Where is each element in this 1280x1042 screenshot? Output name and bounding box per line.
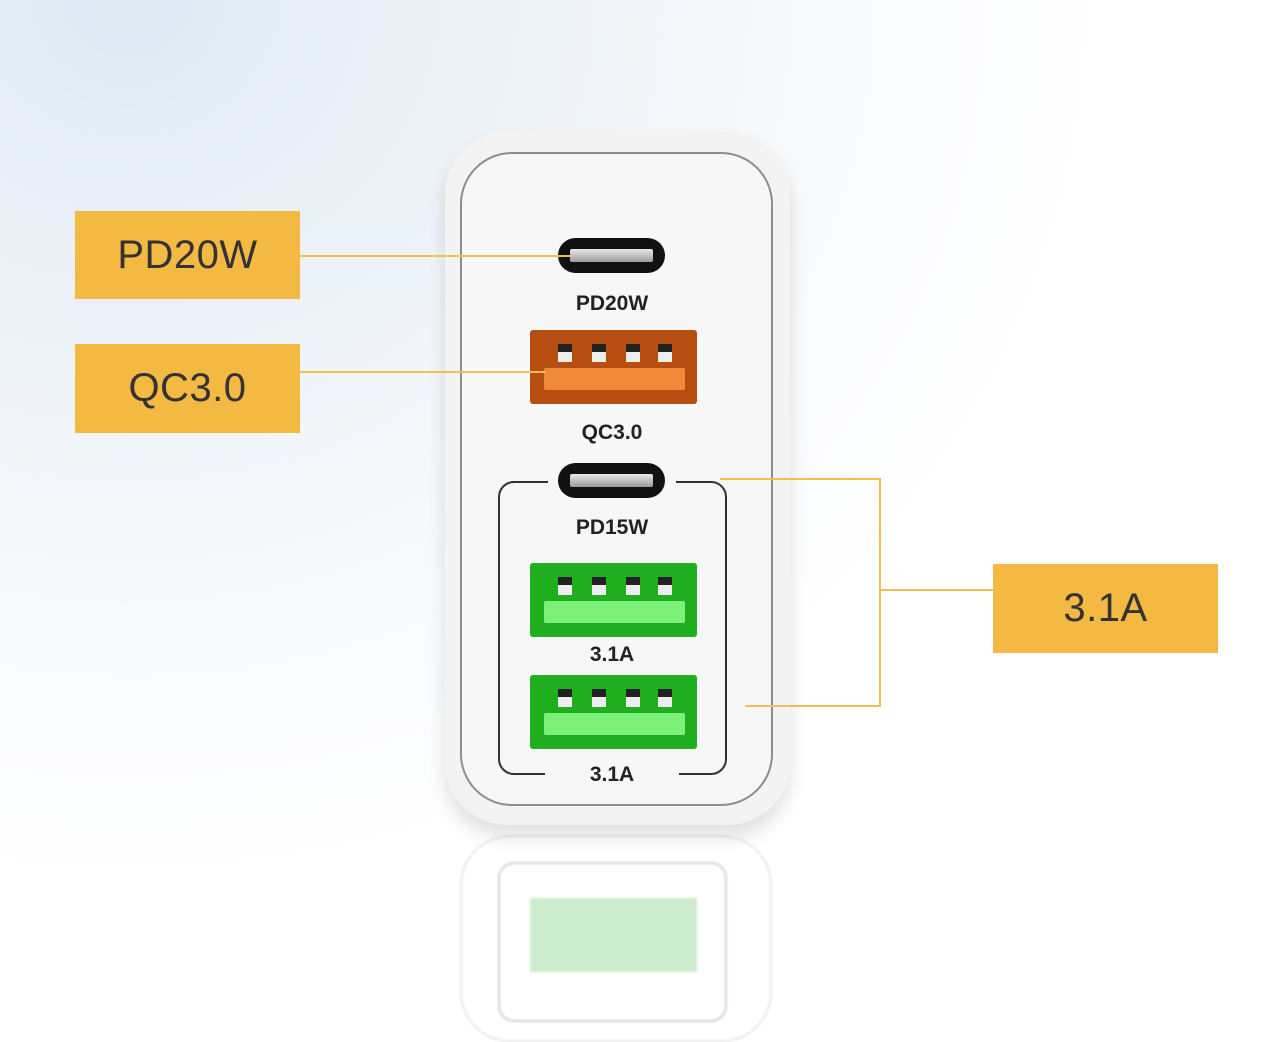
leader-line — [720, 478, 881, 480]
port-label: PD20W — [575, 292, 649, 315]
callout-pd20w: PD20W — [75, 211, 300, 299]
leader-line — [880, 589, 993, 591]
usb-a-port-qc30 — [530, 330, 697, 404]
port-label: QC3.0 — [581, 421, 643, 444]
callout-3-1a: 3.1A — [993, 564, 1218, 653]
leader-line — [300, 255, 572, 257]
port-label: PD15W — [575, 516, 649, 539]
callout-qc30-text: QC3.0 — [128, 366, 247, 410]
callout-3-1a-text: 3.1A — [1063, 586, 1148, 630]
usb-a-port-3-1a — [530, 675, 697, 749]
charger-reflection — [460, 835, 772, 1042]
usb-c-port-pd15w — [558, 463, 665, 498]
leader-line — [300, 371, 546, 373]
callout-qc30: QC3.0 — [75, 344, 300, 433]
leader-line — [879, 478, 881, 707]
port-label: 3.1A — [589, 763, 635, 786]
callout-pd20w-text: PD20W — [117, 232, 258, 277]
usb-a-port-3-1a — [530, 563, 697, 637]
leader-line — [745, 705, 881, 707]
port-label: 3.1A — [589, 643, 635, 666]
usb-c-port-pd20w — [558, 238, 665, 273]
